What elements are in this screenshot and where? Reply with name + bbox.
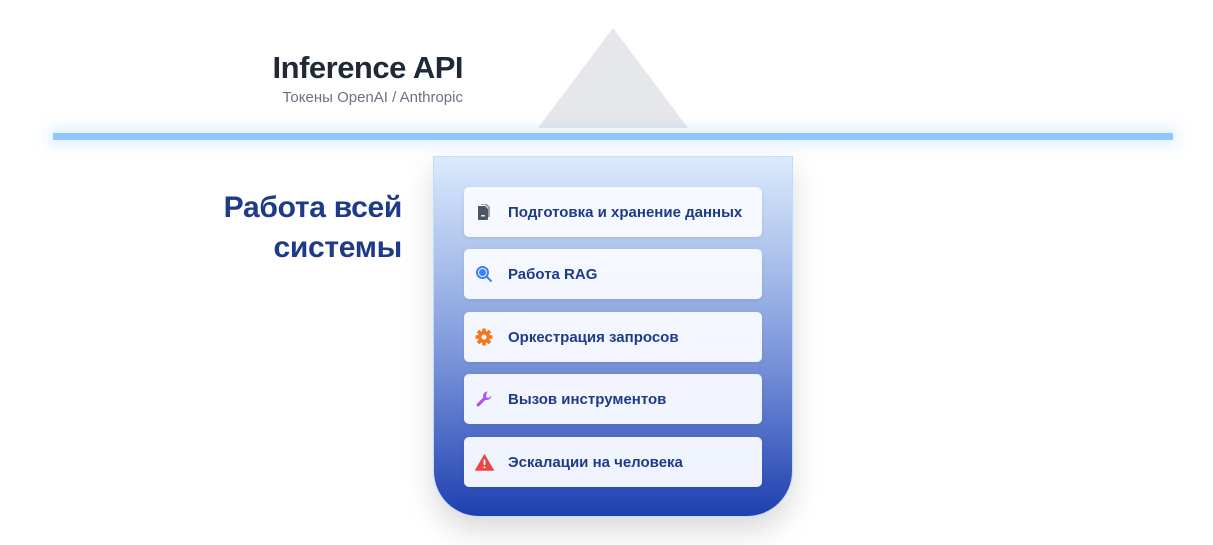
card-tool-calls[interactable]: Вызов инструментов xyxy=(464,374,762,424)
triangle-shape xyxy=(538,28,688,128)
warning-icon xyxy=(474,452,494,472)
card-label: Вызов инструментов xyxy=(508,390,667,408)
card-label: Эскалации на человека xyxy=(508,453,683,471)
card-rag[interactable]: Работа RAG xyxy=(464,249,762,299)
card-label: Подготовка и хранение данных xyxy=(508,203,743,221)
magnifier-icon xyxy=(474,264,494,284)
card-human-escalation[interactable]: Эскалации на человека xyxy=(464,437,762,487)
card-data-preparation[interactable]: Подготовка и хранение данных xyxy=(464,187,762,237)
api-title: Inference API xyxy=(272,50,464,85)
system-label: Работа всей системы xyxy=(223,188,403,268)
card-orchestration[interactable]: Оркестрация запросов xyxy=(464,312,762,362)
system-label-line2: системы xyxy=(273,231,402,264)
wrench-icon xyxy=(474,389,494,409)
system-panel: Подготовка и хранение данных Работа RAG xyxy=(433,156,793,517)
card-label: Оркестрация запросов xyxy=(508,328,679,346)
gear-icon xyxy=(474,327,494,347)
document-icon xyxy=(474,202,494,222)
divider-bar xyxy=(53,133,1173,140)
system-label-line1: Работа всей xyxy=(223,191,403,224)
api-subtitle: Токены OpenAI / Anthropic xyxy=(282,89,463,106)
card-label: Работа RAG xyxy=(508,265,598,283)
